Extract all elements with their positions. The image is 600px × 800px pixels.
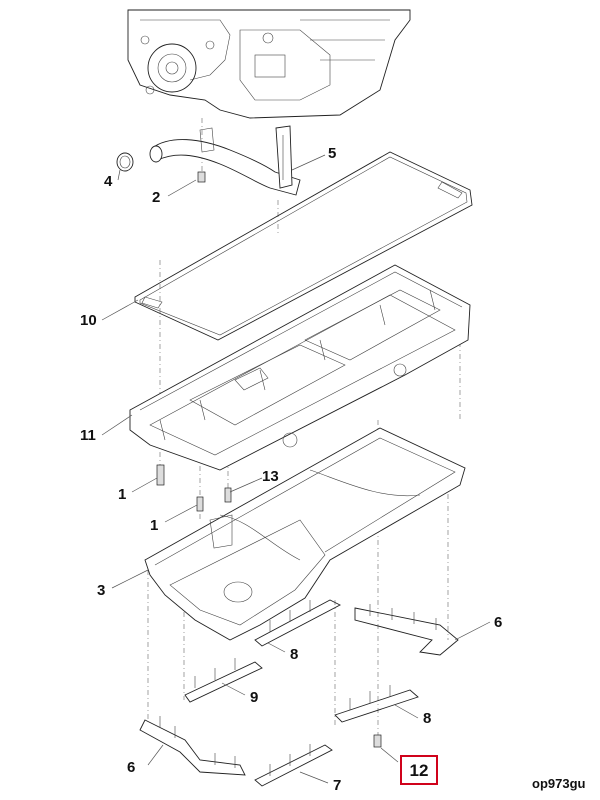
callout-6b: 6 [127, 759, 136, 776]
callout-4: 4 [104, 173, 113, 190]
callout-8a: 8 [290, 646, 299, 663]
strip-parts-6-7-8-9 [139, 599, 459, 787]
engine-block [127, 9, 411, 119]
leader-lines [101, 154, 491, 784]
callout-1a: 1 [118, 486, 127, 503]
reference-code: op973gu [532, 776, 586, 791]
callout-6a: 6 [494, 614, 503, 631]
bolts-part-1-13 [156, 464, 232, 512]
callout-10: 10 [80, 312, 97, 329]
callout-11: 11 [80, 427, 96, 444]
callout-5: 5 [328, 145, 337, 162]
callout-2: 2 [152, 189, 161, 206]
ladder-frame-part-11 [129, 264, 471, 471]
callout-12-highlighted: 12 [400, 755, 438, 785]
oil-pan-part-3 [144, 427, 466, 641]
callout-3: 3 [97, 582, 106, 599]
callout-8b: 8 [423, 710, 432, 727]
callout-7: 7 [333, 777, 342, 794]
callout-1b: 1 [150, 517, 159, 534]
callout-9: 9 [250, 689, 259, 706]
bolt-part-12 [373, 734, 382, 748]
o-ring-part-4 [116, 152, 134, 172]
callout-13: 13 [262, 468, 279, 485]
oil-pickup-tube-part-5 [149, 125, 301, 196]
bolt-part-2 [197, 171, 206, 183]
